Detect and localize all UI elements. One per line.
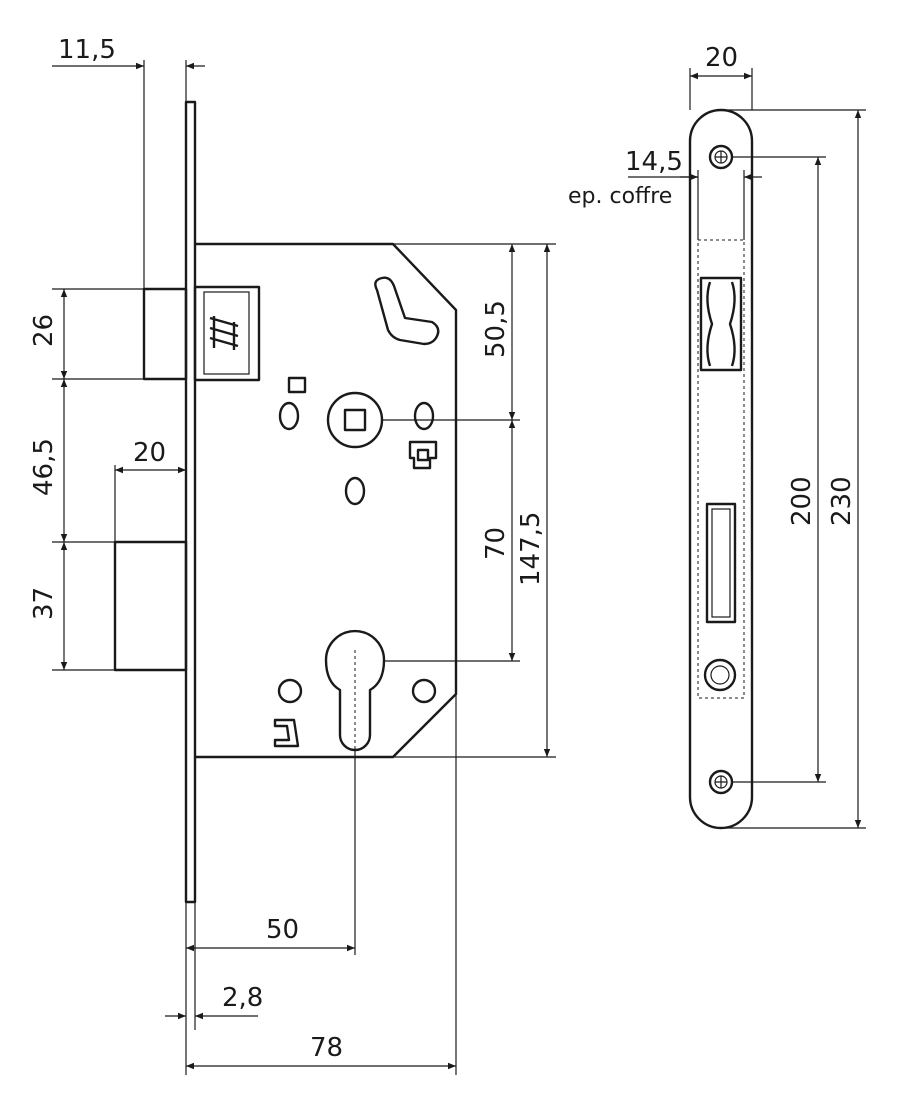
dim-faceplate-thickness: 2,8	[222, 983, 263, 1013]
dim-screw-spacing: 200	[787, 476, 817, 526]
cylinder-cutout	[324, 629, 386, 752]
dim-latch-to-bolt: 46,5	[29, 438, 59, 496]
latch-bolt	[142, 287, 188, 381]
latch-housing	[193, 285, 261, 382]
guide-slot	[374, 276, 440, 346]
dim-top-to-spindle: 50,5	[481, 300, 511, 358]
latch-spring	[209, 316, 239, 350]
faceplate-front-view	[688, 108, 754, 830]
spindle-square	[343, 408, 367, 432]
dim-latch-height: 26	[29, 314, 59, 347]
bottom-hole-left	[277, 678, 303, 704]
bolt-opening	[705, 502, 737, 624]
dim-bolt-height: 37	[29, 587, 59, 620]
dim-case-depth: 78	[310, 1033, 343, 1063]
dim-case-height: 147,5	[516, 512, 546, 586]
dim-backset-offset: 11,5	[58, 35, 116, 65]
oval-hole-right	[413, 401, 435, 431]
spindle-hub	[326, 391, 384, 449]
dim-case-thickness: 14,5	[625, 147, 683, 177]
dim-faceplate-width: 20	[705, 43, 738, 73]
faceplate-side	[184, 100, 197, 904]
latch-opening	[699, 276, 743, 372]
small-square-hole	[287, 376, 307, 394]
dim-case-thickness-label: ep. coffre	[568, 184, 672, 209]
dim-backset: 50	[266, 915, 299, 945]
dim-bolt-projection: 20	[133, 438, 166, 468]
dim-spindle-to-cylinder: 70	[481, 527, 511, 560]
lock-dimensions: 11,5 26 46,5 37 20 50,5 70 147,5	[29, 35, 556, 1075]
lock-case	[195, 242, 458, 759]
case-outline-hidden	[697, 239, 745, 699]
clip-detail-bottom	[273, 718, 300, 748]
cylinder-screw-hole	[703, 658, 737, 692]
dim-faceplate-length: 230	[827, 476, 857, 526]
clip-detail-top	[408, 440, 438, 470]
oval-hole-left	[278, 401, 300, 431]
latch-spring-box	[203, 291, 250, 375]
faceplate-dimensions: 20 14,5 ep. coffre 200 230	[568, 43, 866, 829]
deadbolt	[113, 540, 188, 672]
bottom-hole-right	[411, 678, 437, 704]
oval-hole-center	[344, 476, 366, 506]
faceplate-outline	[688, 108, 754, 830]
lock-side-view	[113, 100, 458, 904]
